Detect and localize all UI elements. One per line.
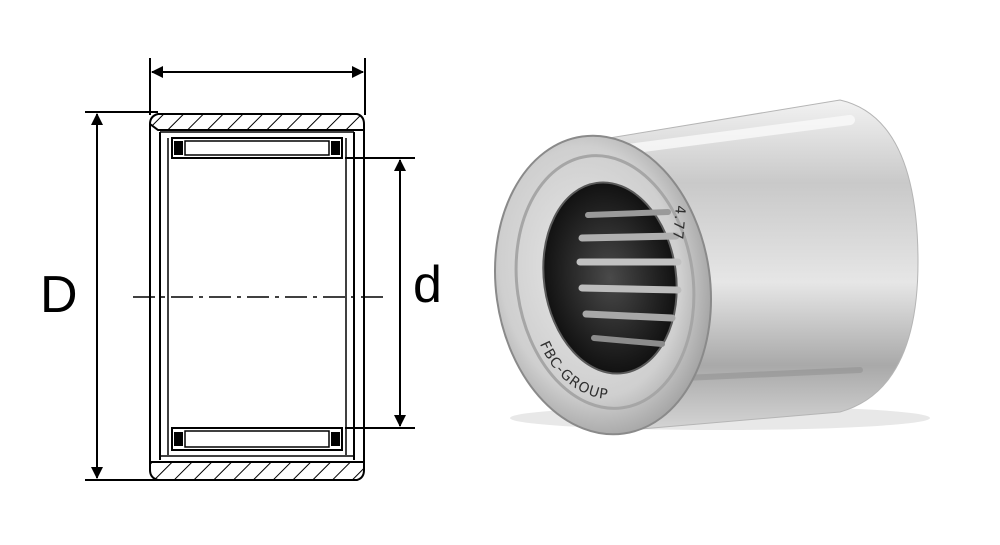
needle-rollers: [576, 209, 682, 347]
needle-roller-top: [160, 131, 354, 159]
inner-diameter-label: d: [413, 256, 442, 314]
bearing-cross-section: [148, 113, 365, 481]
bearing-bore: [542, 181, 678, 375]
technical-drawing: D d: [40, 58, 442, 481]
outer-diameter-label: D: [40, 266, 78, 324]
outer-diameter-dimension: D: [40, 111, 158, 481]
needle-roller-bottom: [160, 427, 354, 457]
inner-diameter-dimension: d: [345, 157, 442, 429]
width-dimension: [149, 58, 366, 115]
bearing-photo: FBC-GROUP 4.77: [494, 99, 930, 436]
stamp-part-number: 4.77: [669, 205, 688, 241]
